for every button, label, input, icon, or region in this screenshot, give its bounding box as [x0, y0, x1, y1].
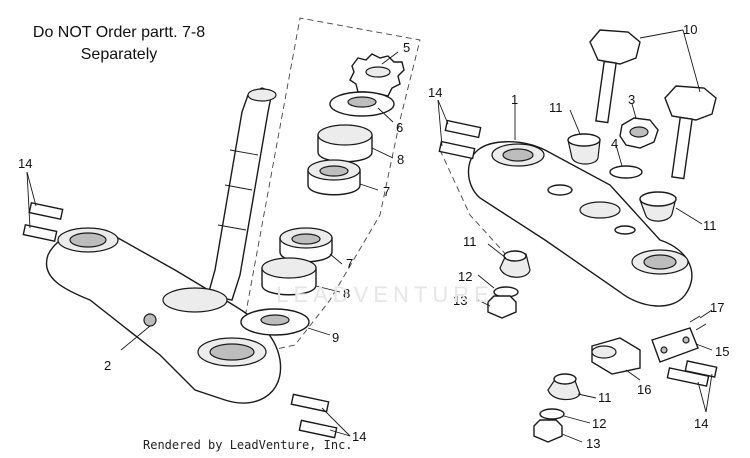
- bolts-14-lower: [290, 393, 338, 439]
- bracket-15: [651, 327, 699, 363]
- washer-4: [609, 165, 643, 179]
- order-note-line-2: Separately: [80, 46, 158, 63]
- callout-13: 13: [586, 436, 600, 451]
- callout-11: 11: [549, 100, 563, 115]
- callout-16: 16: [637, 382, 651, 397]
- bearing-stack: [240, 53, 405, 336]
- callout-13: 13: [453, 293, 467, 308]
- watermark: LEADVENTURE: [276, 282, 494, 307]
- screws-17: [689, 315, 707, 331]
- callout-7: 7: [346, 256, 353, 271]
- upper-triple-clamp: [467, 141, 693, 307]
- bushing-11-mid: [499, 250, 531, 278]
- callout-14: 14: [428, 85, 442, 100]
- order-note: Do NOT Order partt. 7-8 Separately: [14, 22, 224, 66]
- bolts-14-right: [666, 360, 718, 387]
- callout-15: 15: [715, 344, 729, 359]
- order-note-line-1: Do NOT Order partt. 7-8: [32, 24, 206, 41]
- steering-stem: [207, 87, 277, 301]
- callout-12: 12: [592, 416, 606, 431]
- callout-3: 3: [628, 92, 635, 107]
- callout-14: 14: [694, 416, 708, 431]
- callout-5: 5: [403, 40, 410, 55]
- damper-16: [591, 337, 641, 375]
- callout-12: 12: [458, 269, 472, 284]
- bushing-11-right: [639, 191, 677, 222]
- bolts-14-upper-left: [22, 201, 64, 243]
- callout-14: 14: [352, 429, 366, 444]
- assembly-outline: [239, 17, 421, 353]
- handlebar-riser-left: [589, 29, 641, 124]
- footer-credit: Rendered by LeadVenture, Inc.: [143, 438, 353, 452]
- callout-11: 11: [703, 218, 717, 233]
- lower-triple-clamp: [45, 227, 282, 404]
- nut-13-lower: [533, 419, 563, 443]
- handlebar-riser-right: [664, 85, 717, 180]
- bushing-11-top: [567, 133, 601, 165]
- callout-4: 4: [611, 136, 618, 151]
- callout-17: 17: [710, 300, 724, 315]
- assembly-outline: [439, 149, 521, 271]
- bolts-14-upper-right: [438, 119, 482, 160]
- callout-8: 8: [343, 286, 350, 301]
- callout-2: 2: [104, 358, 111, 373]
- callout-9: 9: [332, 330, 339, 345]
- callout-8: 8: [397, 152, 404, 167]
- bushing-11-low: [547, 373, 581, 401]
- callout-11: 11: [463, 234, 477, 249]
- callout-14: 14: [18, 156, 32, 171]
- callout-10: 10: [683, 22, 697, 37]
- leader-lines: [26, 29, 713, 443]
- callout-11: 11: [598, 390, 612, 405]
- callout-7: 7: [383, 184, 390, 199]
- washer-12-lower: [539, 408, 565, 420]
- callout-1: 1: [511, 92, 518, 107]
- nut-13-upper: [487, 295, 517, 319]
- nut-3: [619, 117, 659, 149]
- callout-6: 6: [396, 120, 403, 135]
